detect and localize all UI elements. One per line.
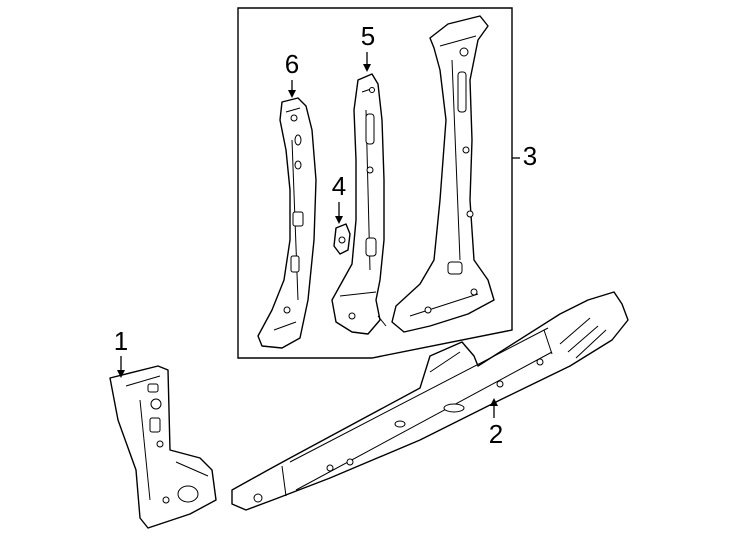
- callout-6: 6: [285, 49, 299, 79]
- part-5-pillar: [331, 73, 387, 335]
- callout-5: 5: [361, 21, 375, 51]
- arrowhead-5: [363, 64, 371, 72]
- arrowhead-1: [117, 370, 125, 378]
- part-6-pillar: [257, 97, 317, 349]
- callout-2: 2: [489, 419, 503, 449]
- arrowhead-6: [288, 90, 296, 98]
- callout-4: 4: [332, 171, 346, 201]
- group-frame: [237, 7, 513, 359]
- arrowhead-2: [490, 398, 498, 406]
- part-1-pillar: [109, 365, 217, 529]
- arrowhead-4: [335, 216, 343, 224]
- part-3-pillar: [391, 15, 495, 333]
- part-2-rocker: [231, 291, 629, 511]
- callout-3: 3: [523, 141, 537, 171]
- callout-1: 1: [114, 326, 128, 356]
- part-4-bracket: [333, 223, 351, 255]
